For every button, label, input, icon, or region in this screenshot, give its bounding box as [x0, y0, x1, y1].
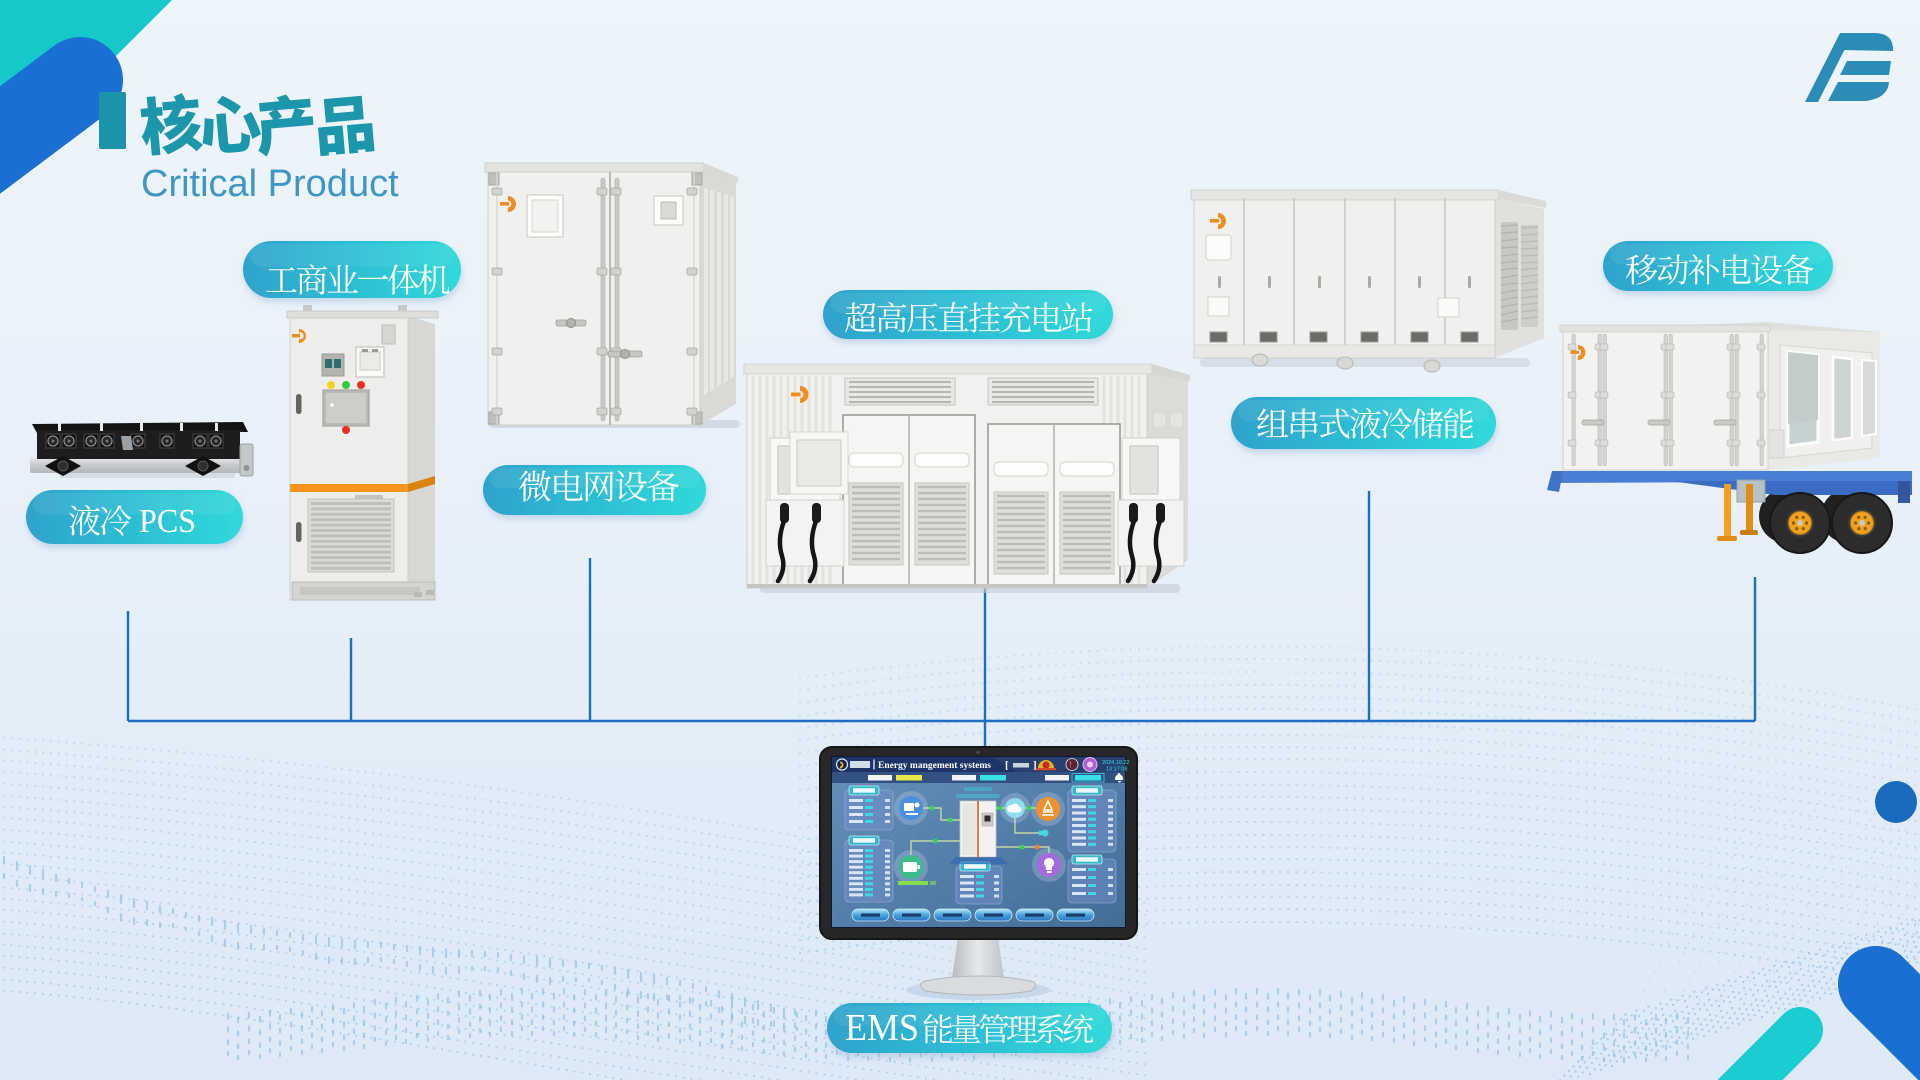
svg-text:Energy mangement systems: Energy mangement systems [878, 761, 991, 771]
svg-text:PCS: PCS [139, 503, 196, 540]
svg-text:EMS: EMS [845, 1007, 919, 1049]
svg-text:2024.10.22: 2024.10.22 [1102, 760, 1130, 766]
svg-text:]: ] [1033, 760, 1037, 772]
svg-text:13:17:08: 13:17:08 [1106, 767, 1127, 773]
svg-text:!: ! [1070, 761, 1072, 770]
svg-text:Critical Product: Critical Product [141, 163, 399, 205]
svg-text:[: [ [1005, 760, 1009, 772]
